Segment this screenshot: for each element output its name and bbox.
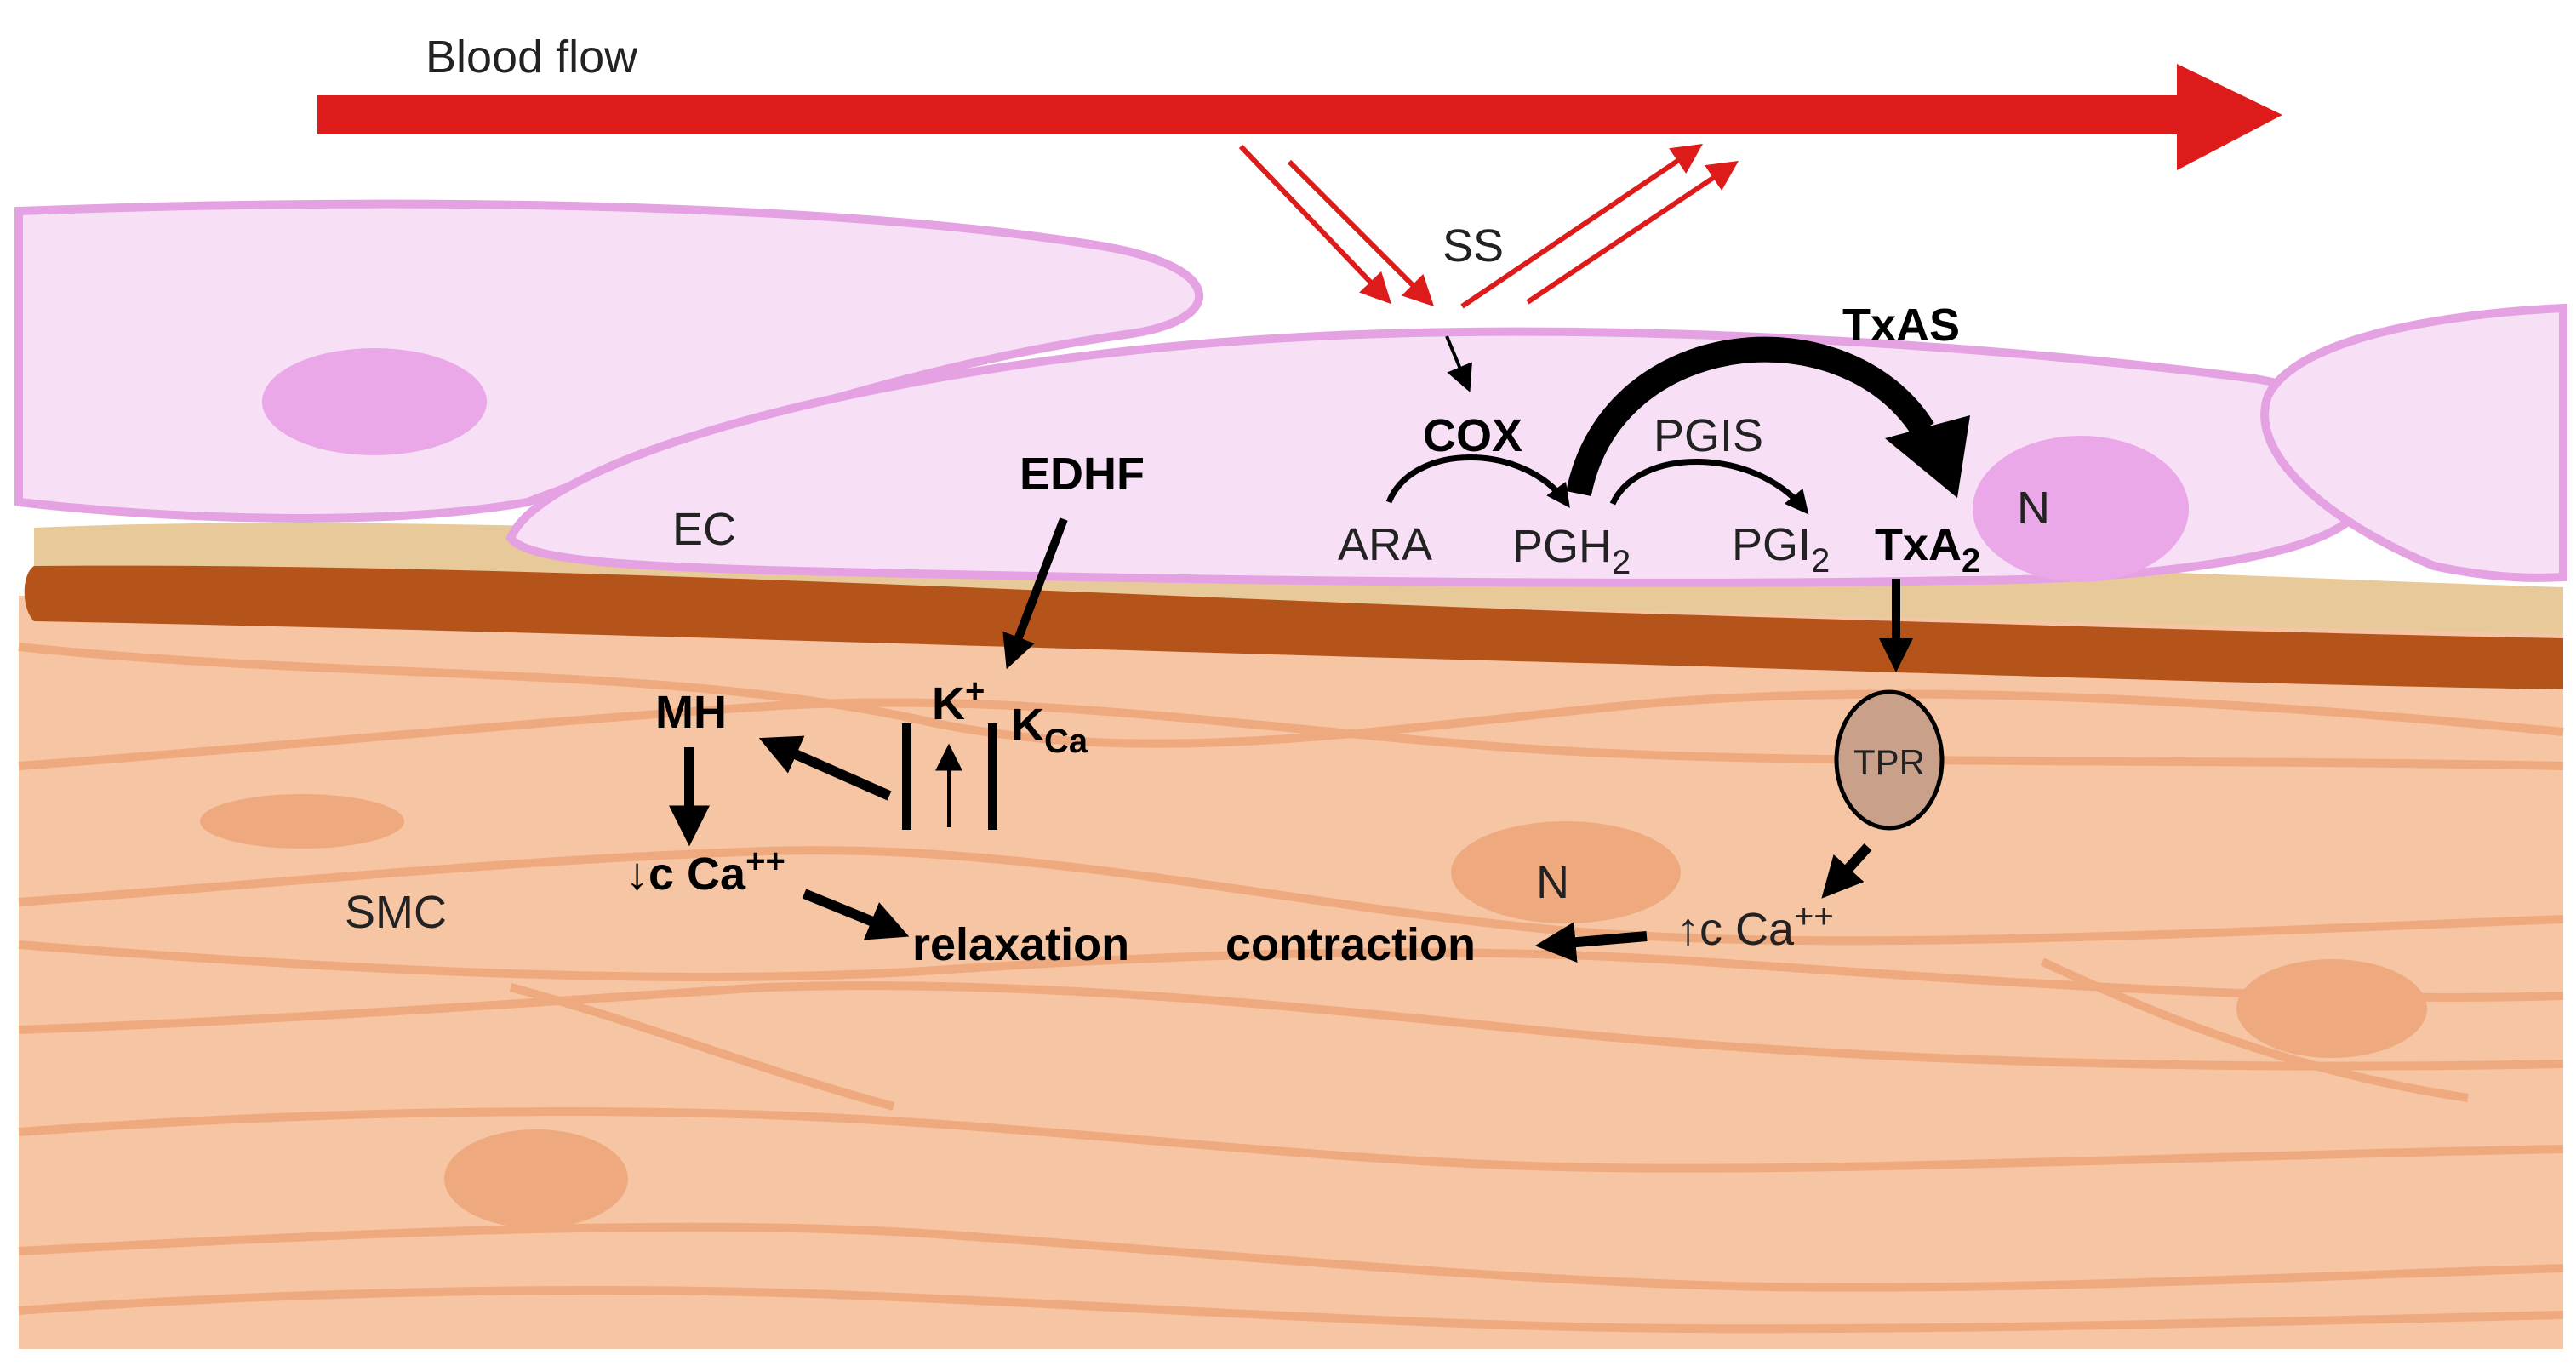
increased-ca-label: ↑c Ca++ (1676, 898, 1834, 955)
decreased-ca-main: ↓c Ca (625, 849, 746, 900)
endothelial-cell-right (2260, 303, 2567, 582)
k-ion-main: K (932, 678, 965, 729)
ara-label: ARA (1338, 519, 1432, 570)
k-to-mh-arrow (758, 735, 892, 801)
smc-label: SMC (345, 887, 447, 938)
ss-to-cox-arrow (1445, 335, 1472, 392)
pgi2-main: PGI (1732, 519, 1811, 570)
k-ion-superscript: + (965, 672, 985, 710)
txa2-main: TxA (1875, 519, 1962, 570)
smc-cell-outlines (18, 643, 2564, 1334)
smc-nucleus-label: N (1536, 857, 1569, 908)
edhf-arrow (1002, 517, 1068, 670)
shear-stress-arrows (1238, 143, 1739, 309)
ca-to-contraction-arrow (1534, 922, 1648, 963)
ec-nucleus-left (262, 348, 487, 455)
ca-to-relaxation-arrow (802, 889, 910, 940)
blood-flow-label: Blood flow (426, 31, 638, 83)
pgh2-label: PGH2 (1512, 521, 1631, 581)
ec-layer (14, 199, 2567, 587)
txa2-label: TxA2 (1875, 519, 1980, 580)
smc-nucleus-1 (200, 794, 404, 849)
ec-label: EC (672, 504, 736, 555)
pgi2-label: PGI2 (1732, 519, 1830, 580)
pgi2-subscript: 2 (1811, 542, 1830, 580)
kca-main: K (1011, 700, 1044, 751)
k-ion-label: K+ (932, 672, 985, 729)
kca-label: KCa (1011, 700, 1088, 760)
tpr-receptor (1834, 689, 1945, 831)
txas-label: TxAS (1842, 300, 1960, 351)
tpr-to-ca-arrow (1821, 843, 1872, 899)
cox-label: COX (1423, 410, 1522, 461)
ec-nucleus-center (1973, 436, 2189, 582)
kca-channel-right-bar (988, 723, 997, 830)
ss-label: SS (1442, 220, 1504, 271)
basement-dark-layer (24, 565, 2563, 689)
smc-layer (18, 596, 2564, 1349)
edhf-label: EDHF (1020, 449, 1145, 500)
contraction-label: contraction (1225, 919, 1476, 970)
cox-curve-arrow (1385, 454, 1570, 508)
txas-curve-arrow (1566, 336, 1934, 497)
smc-nucleus-3 (2236, 959, 2427, 1058)
kca-subscript: Ca (1044, 723, 1088, 760)
pgis-curve-arrow (1609, 459, 1809, 515)
decreased-ca-superscript: ++ (745, 843, 785, 880)
txa2-subscript: 2 (1962, 542, 1980, 580)
relaxation-label: relaxation (912, 919, 1129, 970)
pgh2-subscript: 2 (1612, 544, 1631, 581)
increased-ca-arrow: ↑ (1676, 904, 1699, 955)
blood-flow-arrow (317, 64, 2282, 170)
pgis-label: PGIS (1654, 410, 1763, 461)
smc-nucleus-2 (1451, 821, 1681, 923)
increased-ca-main: c Ca (1699, 904, 1795, 955)
tpr-label: TPR (1853, 742, 1925, 782)
increased-ca-superscript: ++ (1794, 898, 1834, 935)
kca-channel-left-bar (902, 723, 911, 830)
mh-label: MH (655, 687, 727, 738)
ec-nucleus-label: N (2017, 483, 2050, 534)
smc-nucleus-4 (444, 1129, 628, 1228)
decreased-ca-label: ↓c Ca++ (625, 843, 785, 900)
txas-arrowhead (1885, 415, 1970, 498)
pgh2-main: PGH (1512, 521, 1612, 572)
